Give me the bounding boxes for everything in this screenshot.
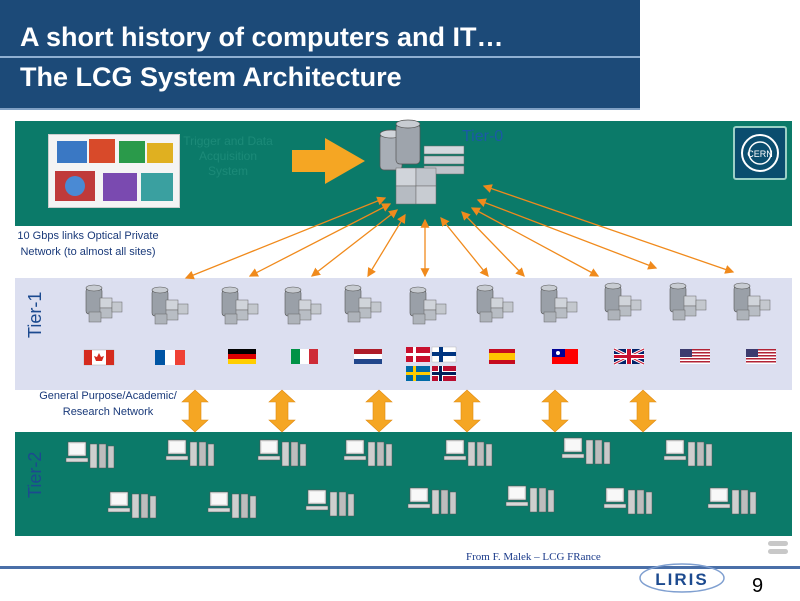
flag-denmark-icon [406, 347, 430, 362]
flag-germany-icon [228, 349, 256, 364]
page-number: 9 [752, 575, 764, 597]
source-credit: From F. Malek – LCG FRance [466, 551, 601, 563]
flag-finland-icon [431, 346, 457, 363]
flag-taiwan-icon [552, 349, 578, 364]
cern-logo-text: CERN [747, 149, 773, 159]
flag-norway-icon [432, 366, 456, 381]
flag-canada-icon [83, 349, 115, 366]
footer-divider [0, 566, 800, 569]
slide-subtitle: The LCG System Architecture [20, 62, 402, 92]
detector-image [48, 134, 180, 208]
flag-netherlands-icon [354, 349, 382, 364]
title-divider [0, 56, 640, 58]
cern-logo: CERN [733, 126, 787, 180]
tier0-server-cluster [379, 119, 465, 205]
liris-logo-text: LIRIS [655, 570, 708, 589]
tier2-band [15, 432, 792, 536]
title-banner: A short history of computers and IT… The… [0, 0, 640, 110]
liris-logo: LIRIS [636, 560, 732, 596]
tier2-computers [65, 437, 757, 519]
tier0-tier1-links [184, 184, 735, 280]
slide-title: A short history of computers and IT… [20, 22, 504, 52]
tier0-label: Tier-0 [462, 128, 504, 145]
flag-usa-icon [680, 349, 710, 364]
flag-italy-icon [291, 349, 318, 364]
tier1-tier2-links [181, 389, 657, 433]
tier1-flags [83, 346, 776, 381]
flag-france-icon [155, 350, 185, 365]
general-network-label: General Purpose/Academic/ Research Netwo… [39, 390, 177, 418]
flag-sweden-icon [406, 366, 430, 381]
tier1-band [15, 278, 792, 390]
flag-usa-icon [746, 349, 776, 364]
stacked-lines-icon [768, 541, 788, 554]
optical-network-label: 10 Gbps links Optical Private Network (t… [17, 230, 159, 258]
trigger-daq-label: Trigger and Data Acquisition System [183, 134, 273, 178]
daq-arrow [292, 138, 365, 184]
tier1-servers [85, 282, 771, 325]
flag-united-kingdom-icon [613, 347, 645, 366]
flag-spain-icon [489, 349, 515, 364]
